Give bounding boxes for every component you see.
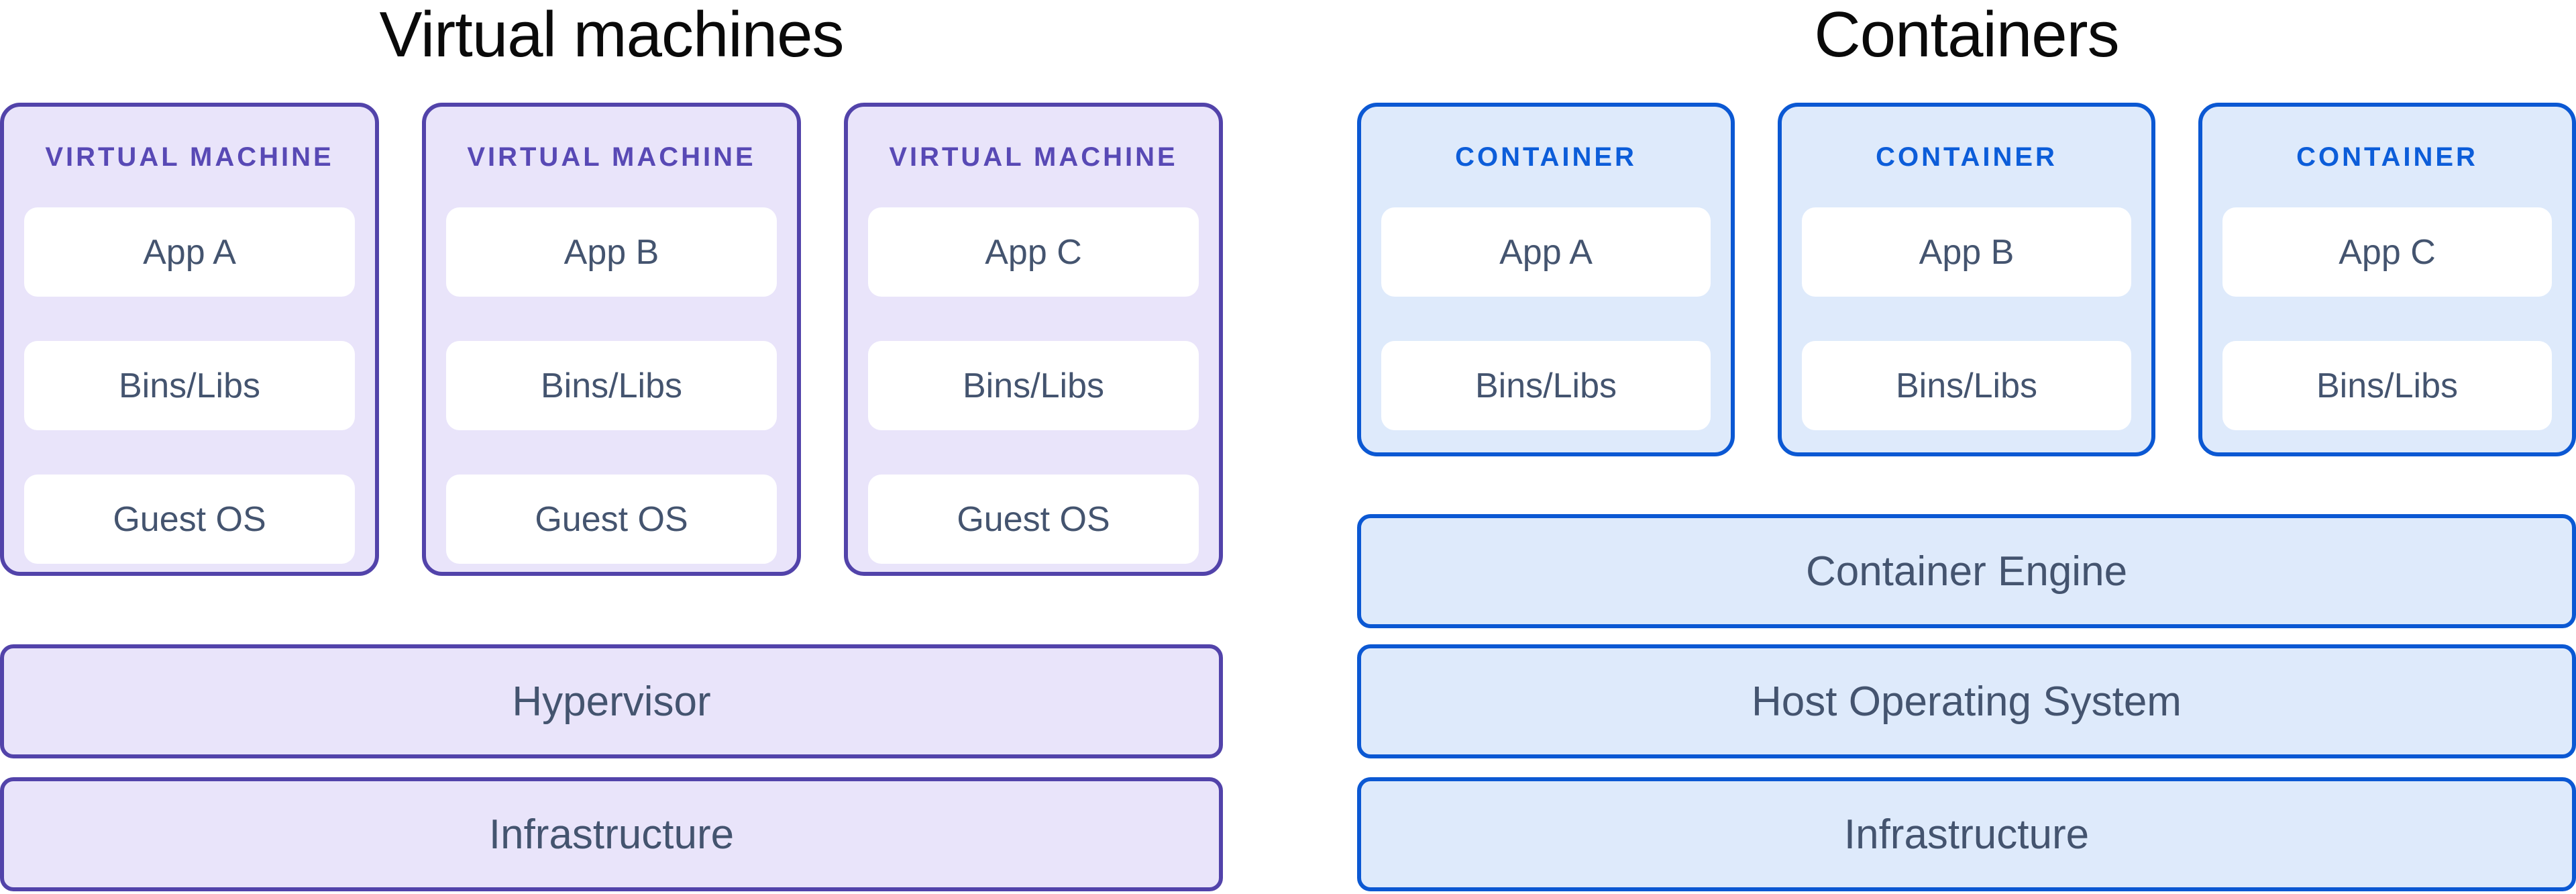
containers-group: Containers CONTAINER App A Bins/Libs CON… [1357,0,2576,894]
container-card-3-header: CONTAINER [2296,142,2478,172]
container-card-3-binslibs-box: Bins/Libs [2222,341,2552,430]
vm-card-1: VIRTUAL MACHINE App A Bins/Libs Guest OS [0,103,379,576]
vm-card-2: VIRTUAL MACHINE App B Bins/Libs Guest OS [422,103,801,576]
vm-card-3: VIRTUAL MACHINE App C Bins/Libs Guest OS [844,103,1223,576]
vm-cards-row: VIRTUAL MACHINE App A Bins/Libs Guest OS… [0,103,1223,576]
vm-card-2-header: VIRTUAL MACHINE [467,142,756,172]
container-card-1: CONTAINER App A Bins/Libs [1357,103,1735,456]
container-card-2-header: CONTAINER [1876,142,2057,172]
vm-card-2-guestos-box: Guest OS [446,475,777,564]
container-card-1-header: CONTAINER [1455,142,1637,172]
container-card-1-binslibs-box: Bins/Libs [1381,341,1711,430]
container-card-1-app-box: App A [1381,207,1711,297]
vm-card-3-header: VIRTUAL MACHINE [889,142,1178,172]
container-card-2: CONTAINER App B Bins/Libs [1778,103,2155,456]
vm-card-3-binslibs-box: Bins/Libs [868,341,1199,430]
vm-card-1-binslibs-box: Bins/Libs [24,341,355,430]
containers-title: Containers [1814,0,2119,70]
vm-card-3-guestos-box: Guest OS [868,475,1199,564]
container-cards-row: CONTAINER App A Bins/Libs CONTAINER App … [1357,103,2576,456]
container-card-2-binslibs-box: Bins/Libs [1802,341,2131,430]
vm-card-1-guestos-box: Guest OS [24,475,355,564]
vm-card-1-header: VIRTUAL MACHINE [45,142,334,172]
host-operating-system-bar: Host Operating System [1357,644,2576,758]
virtual-machines-title: Virtual machines [379,0,845,70]
container-engine-bar: Container Engine [1357,514,2576,628]
virtual-machines-group: Virtual machines VIRTUAL MACHINE App A B… [0,0,1223,894]
vm-card-1-app-box: App A [24,207,355,297]
vm-card-3-app-box: App C [868,207,1199,297]
container-card-3: CONTAINER App C Bins/Libs [2198,103,2576,456]
container-card-2-app-box: App B [1802,207,2131,297]
vm-card-2-binslibs-box: Bins/Libs [446,341,777,430]
vm-card-2-app-box: App B [446,207,777,297]
vm-infrastructure-bar: Infrastructure [0,777,1223,891]
container-card-3-app-box: App C [2222,207,2552,297]
hypervisor-bar: Hypervisor [0,644,1223,758]
container-infrastructure-bar: Infrastructure [1357,777,2576,891]
